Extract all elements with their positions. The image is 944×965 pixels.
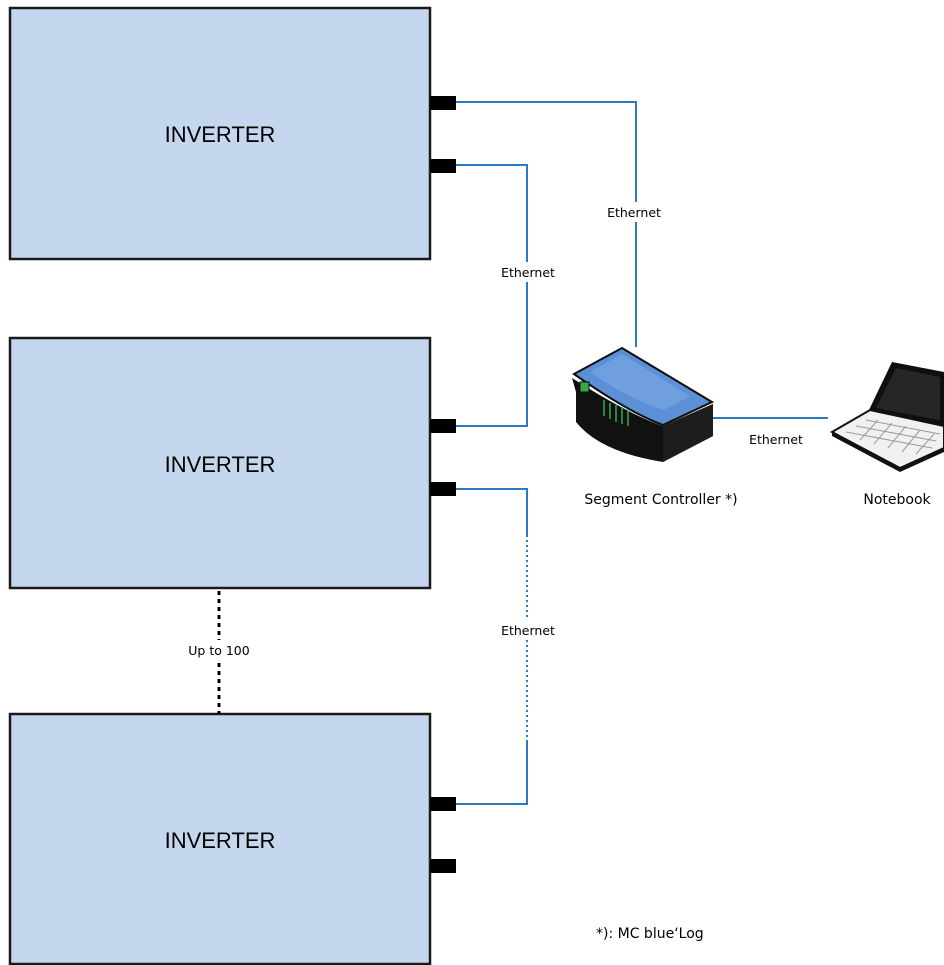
- ethernet-link-controller-notebook: Ethernet: [713, 417, 828, 447]
- ethernet-label-bg: [492, 620, 564, 640]
- inverter-1-port-1: [430, 96, 456, 110]
- inverter-3-port-2: [430, 859, 456, 873]
- ethernet-label: Ethernet: [501, 265, 555, 280]
- inverter-1-box: [8, 6, 432, 261]
- inverter-3: INVERTER: [8, 712, 456, 965]
- ethernet-cable: [456, 164, 528, 427]
- inverter-1: INVERTER: [8, 6, 456, 261]
- ethernet-label: Ethernet: [749, 432, 803, 447]
- ethernet-cable: [456, 101, 637, 347]
- segment-controller-label: Segment Controller *): [584, 492, 737, 508]
- ethernet-label-bg: [492, 262, 564, 282]
- inverter-3-port-1: [430, 797, 456, 811]
- inverter-2-port-2: [430, 482, 456, 496]
- network-device-icon: [572, 346, 715, 462]
- ethernet-link-inv1-inv2: Ethernet: [456, 164, 564, 427]
- inverter-2: INVERTER: [8, 336, 456, 590]
- ethernet-link-inv2-inv3: Ethernet: [456, 488, 564, 805]
- inverter-3-label: INVERTER: [165, 828, 276, 853]
- ethernet-cable: [456, 740, 528, 805]
- footnote: *): MC blue‘Log: [596, 926, 704, 942]
- inverter-1-label: INVERTER: [165, 122, 276, 147]
- segment-controller: Segment Controller *): [572, 346, 738, 508]
- ethernet-label: Ethernet: [607, 205, 661, 220]
- inverter-2-label: INVERTER: [165, 452, 276, 477]
- chain-connector: Up to 100: [181, 591, 259, 714]
- inverter-2-port-1: [430, 419, 456, 433]
- notebook-label: Notebook: [863, 492, 931, 508]
- chain-count-label: Up to 100: [188, 643, 249, 658]
- notebook: Notebook: [829, 362, 944, 508]
- ethernet-cable: [456, 488, 528, 535]
- ethernet-label-bg: [598, 202, 670, 222]
- chain-label-bg: [181, 640, 259, 660]
- ethernet-link-inv1-controller: Ethernet: [456, 101, 670, 347]
- laptop-icon: [829, 362, 944, 472]
- inverter-1-port-2: [430, 159, 456, 173]
- inverter-2-box: [8, 336, 432, 590]
- ethernet-label: Ethernet: [501, 623, 555, 638]
